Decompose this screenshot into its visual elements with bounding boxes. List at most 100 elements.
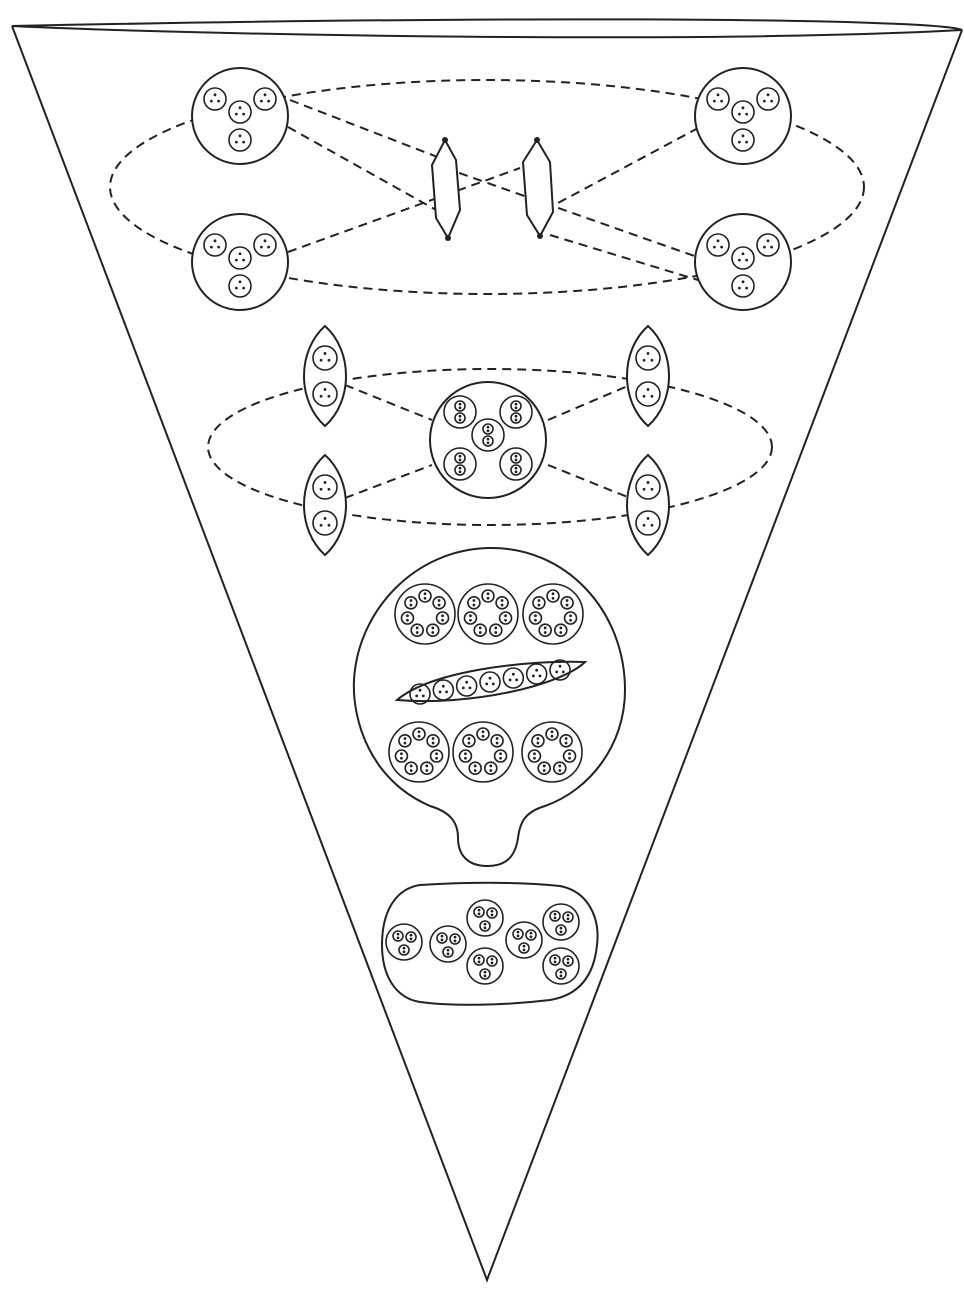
chromatin-dot [324,352,327,355]
chromatin-dot [267,100,270,103]
chromatin-dot [565,737,568,740]
chromatin-dot [562,671,565,674]
lens-cell [627,326,669,426]
chromatin-dot [487,592,490,595]
chromatin-dot [404,742,407,745]
chromatin-dot [558,769,561,772]
center-cluster [430,382,546,498]
chromatin-dot [560,927,563,930]
chromatin-dot [469,687,472,690]
chromatin-dot [544,631,547,634]
top-cell-outline [192,214,288,310]
chromatin-dot [454,940,457,943]
chromatin-dot [515,455,518,458]
chromatin-dot [647,481,650,484]
chromatin-dot [720,246,723,249]
chromatin-dot [489,765,492,768]
chromatin-dot [328,488,331,491]
chromatin-dot [767,239,770,242]
chromatin-dot [478,961,481,964]
chromatin-dot [713,246,716,249]
top-orbit-link [445,168,700,258]
top-orbit-link [545,127,700,210]
chromatin-dot [260,246,263,249]
chromatin-dot [515,459,518,462]
chromatin-dot [410,934,413,937]
chromatin-dot [643,524,646,527]
chromatin-dot [651,359,654,362]
cone-rim [12,19,962,37]
chromatin-dot [745,287,748,290]
lens-outline [627,455,669,555]
top-circles [192,68,791,310]
large-cell-body [354,548,625,866]
chromatin-dot [473,599,476,602]
chromatin-dot [459,419,462,422]
chromatin-dot [538,604,541,607]
chromatin-dot [643,395,646,398]
chromatin-dot [713,100,716,103]
spindle [523,140,553,236]
chromatin-dot [435,752,438,755]
chromatin-dot [416,627,419,630]
chromatin-dot [558,765,561,768]
chromatin-dot [535,669,538,672]
chromatin-dot [543,769,546,772]
chromatin-dot [738,287,741,290]
chromatin-dot [515,467,518,470]
chromatin-dot [492,683,495,686]
chromatin-dot [235,287,238,290]
spindle-pole [442,137,448,143]
chromatin-dot [441,935,444,938]
chromatin-dot [552,592,555,595]
chromatin-dot [523,945,526,948]
chromatin-dot [217,100,220,103]
chromatin-dot [566,599,569,602]
chromatin-dot [465,681,468,684]
chromatin-dot [568,757,571,760]
chromatin-dot [565,742,568,745]
chromatin-dot [431,631,434,634]
chromatin-dot [554,917,557,920]
chromatin-dot [239,134,242,137]
chromatin-dot [537,742,540,745]
chromatin-dot [567,962,570,965]
chromatin-dot [410,599,413,602]
chromatin-dot [459,407,462,410]
chromatin-dot [447,949,450,952]
chromatin-dot [468,737,471,740]
chromatin-dot [432,742,435,745]
chromatin-dot [534,614,537,617]
chromatin-dot [397,933,400,936]
chromatin-dot [459,471,462,474]
chromatin-dot [397,937,400,940]
chromatin-dot [459,459,462,462]
chromatin-dot [328,395,331,398]
chromatin-dot [517,931,520,934]
chromatin-dot [242,113,245,116]
chromatin-dot [324,517,327,520]
chromatin-dot [415,695,418,698]
chromatin-dot [487,597,490,600]
chromatin-dot [539,675,542,678]
chromatin-dot [328,359,331,362]
chromatin-dot [482,730,485,733]
chromatin-dot [474,765,477,768]
chromatin-dot [494,627,497,630]
chromatin-dot [442,685,445,688]
chromatin-dot [441,614,444,617]
chromatin-dot [742,134,745,137]
chromatin-dot [515,471,518,474]
chromatin-dot [242,259,245,262]
chromatin-dot [515,403,518,406]
chromatin-dot [560,971,563,974]
chromatin-dot [552,597,555,600]
chromatin-dot [515,407,518,410]
chromatin-dot [478,957,481,960]
chromatin-dot [328,524,331,527]
chromatin-dot [459,467,462,470]
chromatin-dot [431,627,434,630]
chromatin-dot [410,769,413,772]
chromatin-dot [517,935,520,938]
chromatin-dot [214,239,217,242]
